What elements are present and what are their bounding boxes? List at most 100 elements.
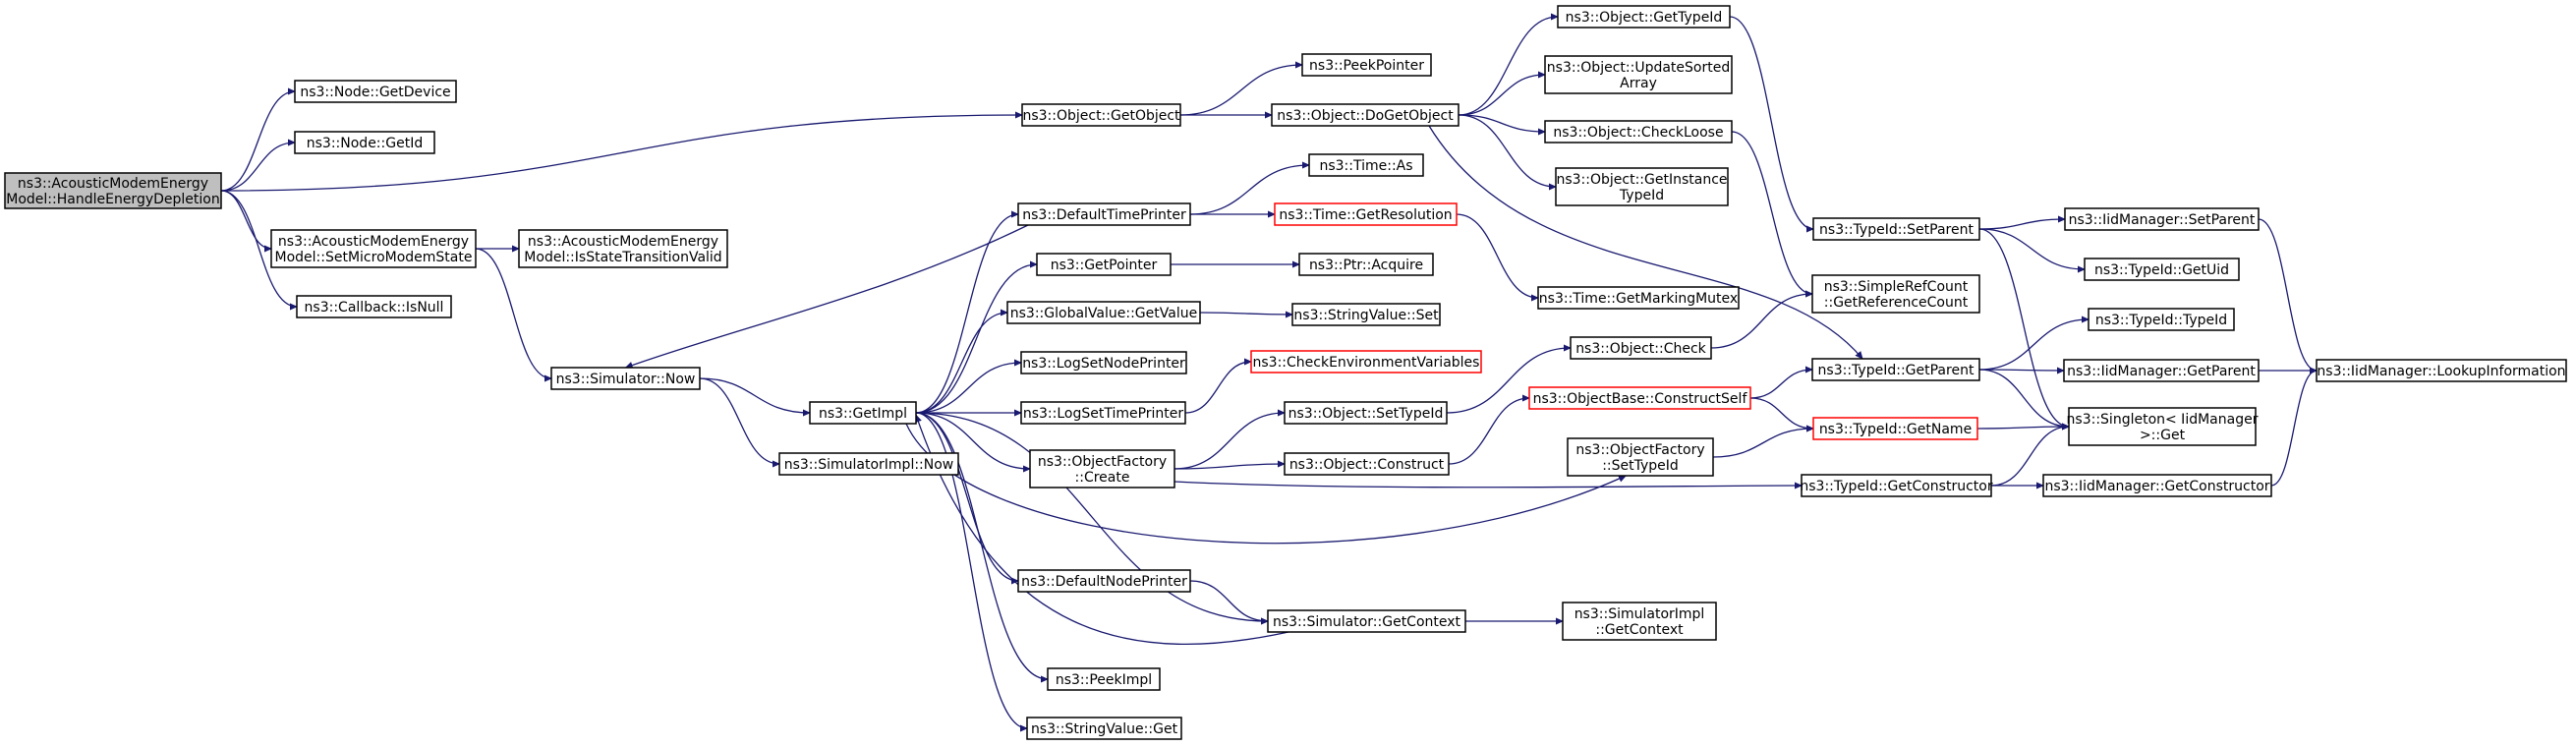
node-box (2042, 474, 2272, 497)
node-label-line: ns3::Callback::IsNull (305, 300, 444, 316)
node-time-as[interactable]: ns3::Time::As (1308, 153, 1424, 177)
node-label-line: ns3::Singleton< IidManager (2067, 412, 2259, 428)
node-typeid-getname[interactable]: ns3::TypeId::GetName (1812, 417, 1978, 440)
node-iidmanager-getconstructor[interactable]: ns3::IidManager::GetConstructor (2042, 474, 2272, 497)
node-stringvalue-set[interactable]: ns3::StringValue::Set (1291, 303, 1441, 326)
edge-objectfactory_settypeid-to-typeid_getname (1712, 429, 1813, 458)
node-box (2084, 258, 2240, 281)
node-globalvalue-getvalue[interactable]: ns3::GlobalValue::GetValue (1006, 301, 1201, 324)
node-iidmanager-setparent[interactable]: ns3::IidManager::SetParent (2064, 207, 2260, 231)
node-box (1291, 303, 1441, 326)
node-label-line: ns3::IidManager::LookupInformation (2317, 364, 2565, 379)
node-object-dogetobject[interactable]: ns3::Object::DoGetObject (1271, 103, 1460, 127)
node-box (1811, 274, 1980, 314)
node-objectbase-constructself[interactable]: ns3::ObjectBase::ConstructSelf (1528, 386, 1751, 410)
node-setmicromodemstate[interactable]: ns3::AcousticModemEnergyModel::SetMicroM… (270, 229, 477, 268)
node-checkenvironmentvariables[interactable]: ns3::CheckEnvironmentVariables (1250, 350, 1482, 374)
node-getimpl[interactable]: ns3::GetImpl (809, 401, 917, 425)
node-time-getresolution[interactable]: ns3::Time::GetResolution (1274, 202, 1458, 226)
node-label-line: ns3::Time::GetResolution (1279, 207, 1452, 223)
node-simulator-getcontext[interactable]: ns3::Simulator::GetContext (1267, 609, 1466, 633)
node-box (1544, 55, 1733, 94)
node-label-line: ::GetReferenceCount (1824, 295, 1969, 311)
edge-typeid_setparent-to-typeid_getuid (1978, 228, 2085, 269)
node-box (1811, 358, 1980, 381)
node-label-line: ns3::TypeId::GetParent (1818, 363, 1975, 378)
node-stringvalue-get[interactable]: ns3::StringValue::Get (1026, 717, 1182, 740)
node-label-line: ns3::StringValue::Set (1293, 308, 1439, 323)
node-box (778, 452, 959, 476)
edge-typeid_getconstructor-to-singleton_get (1990, 427, 2069, 487)
node-box (2064, 207, 2260, 231)
node-object-getobject[interactable]: ns3::Object::GetObject (1021, 103, 1181, 127)
node-simulatorimpl-now[interactable]: ns3::SimulatorImpl::Now (778, 452, 959, 476)
node-typeid-getparent[interactable]: ns3::TypeId::GetParent (1811, 358, 1980, 381)
edge-defaulttimeprinter-to-time_as (1189, 165, 1309, 215)
node-box (1284, 401, 1448, 425)
node-label-line: ::SetTypeId (1602, 458, 1679, 474)
node-label-line: ns3::Simulator::Now (556, 372, 696, 387)
node-label-line: Model::SetMicroModemState (275, 250, 473, 265)
node-simulator-now[interactable]: ns3::Simulator::Now (550, 367, 701, 390)
node-peekimpl[interactable]: ns3::PeekImpl (1047, 667, 1161, 691)
edge-objectbase_constructself-to-typeid_getparent (1749, 370, 1812, 399)
node-box (1026, 717, 1182, 740)
node-label-line: >::Get (2140, 428, 2186, 443)
node-simplerefcount-getreferencecount[interactable]: ns3::SimpleRefCount::GetReferenceCount (1811, 274, 1980, 314)
node-object-check[interactable]: ns3::Object::Check (1570, 336, 1712, 360)
node-logsettimeprinter[interactable]: ns3::LogSetTimePrinter (1020, 401, 1186, 425)
node-box (1812, 217, 1980, 241)
node-simulatorimpl-getcontext[interactable]: ns3::SimulatorImpl::GetContext (1562, 602, 1717, 641)
edge-getimpl-to-getpointer (915, 264, 1037, 414)
edge-typeid_getparent-to-iidmanager_getparent (1978, 370, 2064, 371)
node-label-line: ns3::DefaultTimePrinter (1022, 207, 1186, 223)
node-box (1562, 602, 1717, 641)
node-objectfactory-settypeid[interactable]: ns3::ObjectFactory::SetTypeId (1567, 437, 1714, 477)
edge-getimpl-to-peekimpl (915, 412, 1048, 679)
node-callback-isnull[interactable]: ns3::Callback::IsNull (296, 295, 452, 318)
node-typeid-typeid[interactable]: ns3::TypeId::TypeId (2088, 308, 2235, 331)
edge-root-to-node_getid (220, 143, 295, 192)
node-object-settypeid[interactable]: ns3::Object::SetTypeId (1284, 401, 1448, 425)
node-ptr-acquire[interactable]: ns3::Ptr::Acquire (1298, 253, 1434, 276)
edge-root-to-setmicromodemstate (220, 190, 271, 249)
node-iidmanager-getparent[interactable]: ns3::IidManager::GetParent (2063, 359, 2260, 382)
node-typeid-setparent[interactable]: ns3::TypeId::SetParent (1812, 217, 1980, 241)
node-label-line: ns3::ObjectBase::ConstructSelf (1533, 391, 1748, 407)
node-defaultnodeprinter[interactable]: ns3::DefaultNodePrinter (1017, 569, 1191, 593)
node-typeid-getuid[interactable]: ns3::TypeId::GetUid (2084, 258, 2240, 281)
node-defaulttimeprinter[interactable]: ns3::DefaultTimePrinter (1017, 202, 1191, 226)
edge-getimpl-to-globalvalue_getvalue (915, 313, 1007, 414)
node-box (4, 172, 222, 209)
node-node-getdevice[interactable]: ns3::Node::GetDevice (294, 80, 457, 103)
node-logsetnodeprinter[interactable]: ns3::LogSetNodePrinter (1020, 351, 1187, 374)
node-label-line: Model::HandleEnergyDepletion (6, 192, 219, 207)
node-typeid-getconstructor[interactable]: ns3::TypeId::GetConstructor (1800, 474, 1993, 497)
node-objectfactory-create[interactable]: ns3::ObjectFactory::Create (1029, 449, 1175, 488)
node-time-getmarkingmutex[interactable]: ns3::Time::GetMarkingMutex (1537, 286, 1740, 310)
node-iidmanager-lookupinformation[interactable]: ns3::IidManager::LookupInformation (2316, 359, 2567, 382)
node-isstatetransitionvalid[interactable]: ns3::AcousticModemEnergyModel::IsStateTr… (518, 229, 728, 268)
node-label-line: ns3::SimpleRefCount (1824, 279, 1969, 295)
edge-iidmanager_getconstructor-to-iidmanager_lookupinformation (2270, 371, 2317, 487)
edge-typeid_setparent-to-iidmanager_setparent (1978, 219, 2065, 230)
node-box (1267, 609, 1466, 633)
edge-typeid_getparent-to-typeid_typeid (1978, 319, 2089, 371)
node-object-construct[interactable]: ns3::Object::Construct (1284, 452, 1450, 476)
node-singleton-get[interactable]: ns3::Singleton< IidManager >::Get (2067, 407, 2259, 446)
node-node-getid[interactable]: ns3::Node::GetId (294, 131, 435, 154)
node-layer: ns3::AcousticModemEnergyModel::HandleEne… (4, 5, 2567, 740)
node-box (2316, 359, 2567, 382)
node-object-gettypeid[interactable]: ns3::Object::GetTypeId (1557, 5, 1731, 29)
node-root[interactable]: ns3::AcousticModemEnergyModel::HandleEne… (4, 172, 222, 209)
node-label-line: ns3::Time::As (1319, 158, 1412, 174)
node-getpointer[interactable]: ns3::GetPointer (1036, 253, 1172, 276)
node-label-line: ns3::TypeId::GetName (1819, 422, 1972, 437)
edge-object_dogetobject-to-object_gettypeid (1458, 17, 1558, 116)
edge-simulator_now-to-simulatorimpl_now (699, 377, 779, 464)
edge-object_settypeid-to-object_check (1446, 348, 1571, 414)
node-object-checkloose[interactable]: ns3::Object::CheckLoose (1544, 120, 1733, 144)
node-peekpointer[interactable]: ns3::PeekPointer (1301, 53, 1432, 77)
